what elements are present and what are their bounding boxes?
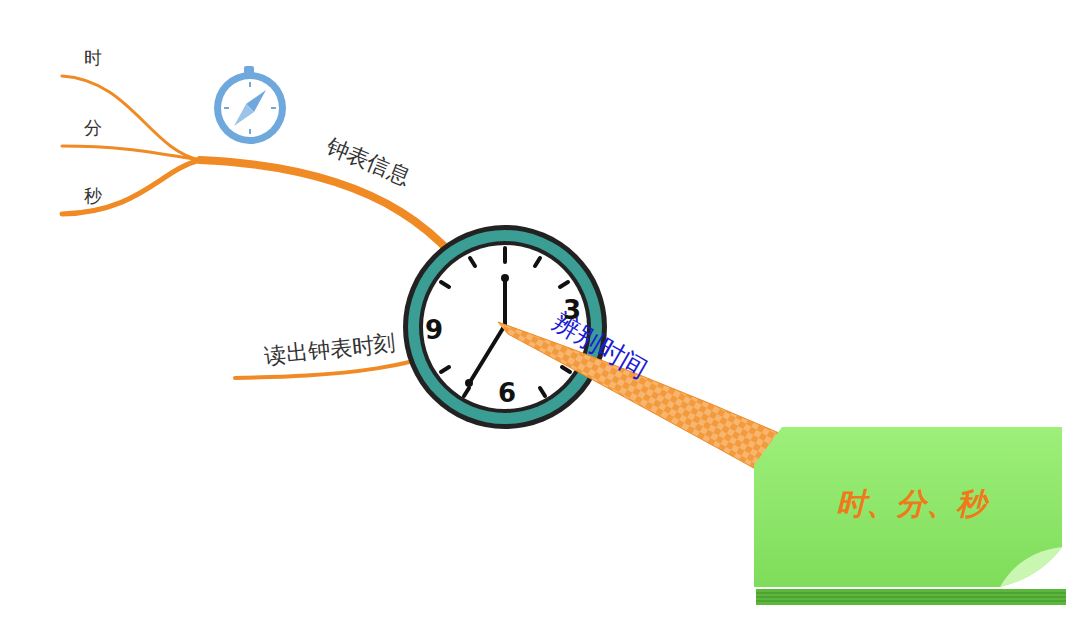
branch-label: 读出钟表时刻 [263,331,397,369]
node-title: 时、分、秒 [836,484,986,525]
main-branch [498,322,790,488]
clock-digit: 6 [498,379,516,408]
compass-icon [214,66,286,144]
leaf-label: 时 [84,48,102,68]
leaf-label: 分 [84,118,102,138]
leaf-label: 秒 [84,186,102,206]
clock-digit: 3 [563,296,581,325]
clock-digit: 9 [425,316,443,345]
sticky-note: 时、分、秒 [752,425,1070,607]
